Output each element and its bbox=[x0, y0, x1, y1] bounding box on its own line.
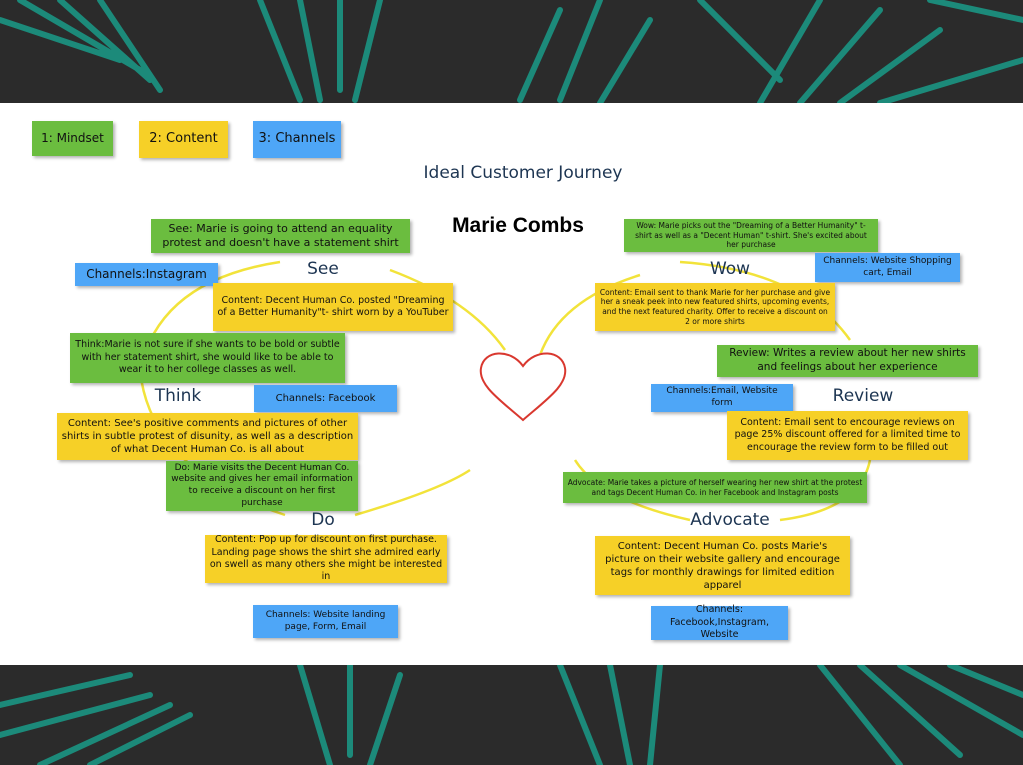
stage-label-think: Think bbox=[154, 386, 202, 406]
persona-name: Marie Combs bbox=[452, 214, 584, 237]
palm-leaf-icon bbox=[0, 665, 1023, 765]
heart-icon bbox=[479, 352, 567, 422]
see-mindset: See: Marie is going to attend an equalit… bbox=[151, 219, 410, 253]
bottom-palm-banner bbox=[0, 665, 1023, 765]
palm-leaf-icon bbox=[0, 0, 1023, 103]
think-channels: Channels: Facebook bbox=[254, 385, 397, 412]
stage-label-see: See bbox=[307, 259, 339, 279]
review-channels: Channels:Email, Website form bbox=[651, 384, 793, 412]
advocate-mindset: Advocate: Marie takes a picture of herse… bbox=[563, 472, 867, 503]
do-mindset: Do: Marie visits the Decent Human Co. we… bbox=[166, 461, 358, 511]
see-channels: Channels:Instagram bbox=[75, 263, 218, 286]
do-content: Content: Pop up for discount on first pu… bbox=[205, 534, 447, 583]
wow-content: Content: Email sent to thank Marie for h… bbox=[595, 283, 835, 331]
advocate-content: Content: Decent Human Co. posts Marie's … bbox=[595, 536, 850, 595]
see-content: Content: Decent Human Co. posted "Dreami… bbox=[213, 283, 453, 331]
wow-channels: Channels: Website Shopping cart, Email bbox=[815, 253, 960, 282]
wow-mindset: Wow: Marie picks out the "Dreaming of a … bbox=[624, 219, 878, 252]
legend-content: 2: Content bbox=[139, 121, 228, 158]
top-palm-banner bbox=[0, 0, 1023, 103]
page-title: Ideal Customer Journey bbox=[423, 163, 623, 183]
stage-label-do: Do bbox=[311, 510, 335, 530]
advocate-channels: Channels: Facebook,Instagram, Website bbox=[651, 604, 788, 640]
legend-channels: 3: Channels bbox=[253, 121, 341, 158]
legend-mindset: 1: Mindset bbox=[32, 121, 113, 156]
think-content: Content: See's positive comments and pic… bbox=[57, 413, 358, 460]
stage-label-advocate: Advocate bbox=[690, 510, 770, 530]
review-mindset: Review: Writes a review about her new sh… bbox=[717, 345, 978, 377]
review-content: Content: Email sent to encourage reviews… bbox=[727, 411, 968, 460]
stage-label-wow: Wow bbox=[709, 259, 751, 279]
do-channels: Channels: Website landing page, Form, Em… bbox=[253, 605, 398, 638]
stage-label-review: Review bbox=[832, 386, 894, 406]
think-mindset: Think:Marie is not sure if she wants to … bbox=[70, 333, 345, 383]
